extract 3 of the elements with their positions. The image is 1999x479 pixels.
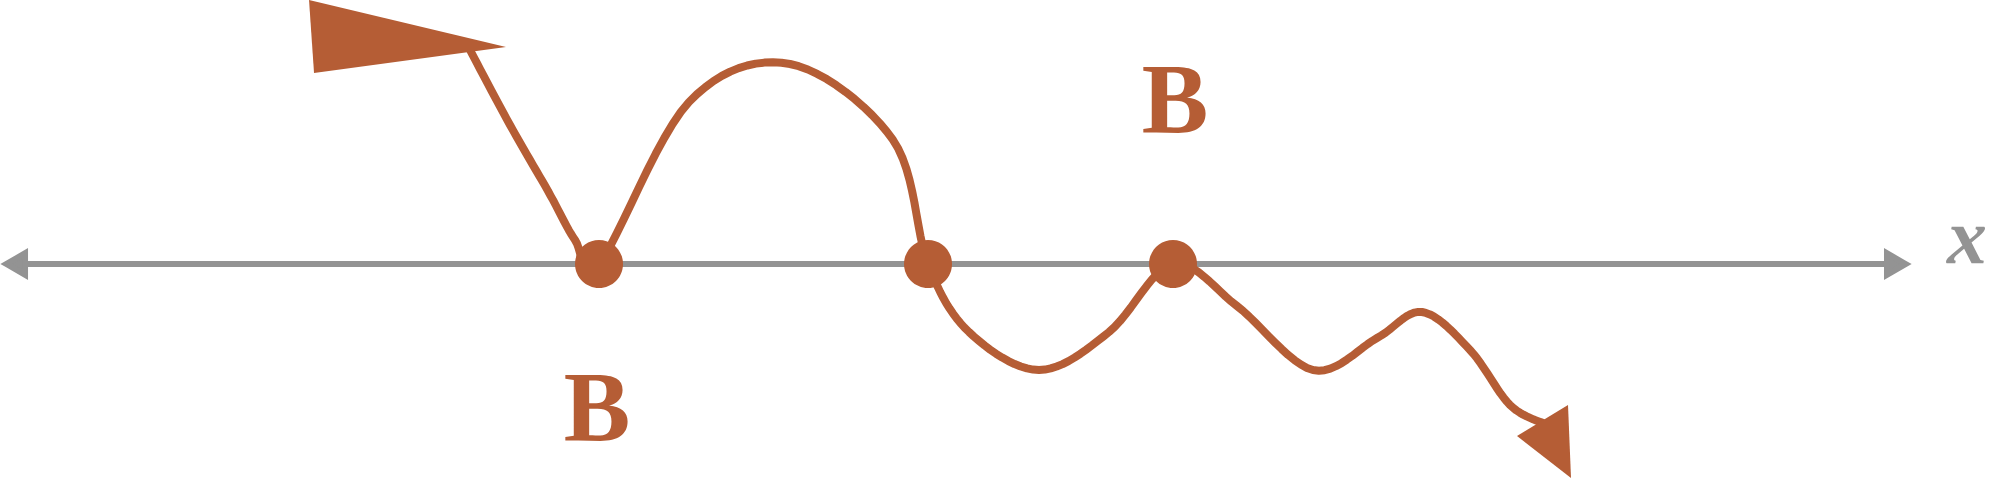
point-label: B bbox=[1143, 67, 1206, 133]
axis-label: x bbox=[1946, 226, 1986, 264]
point-label: B bbox=[565, 375, 628, 441]
